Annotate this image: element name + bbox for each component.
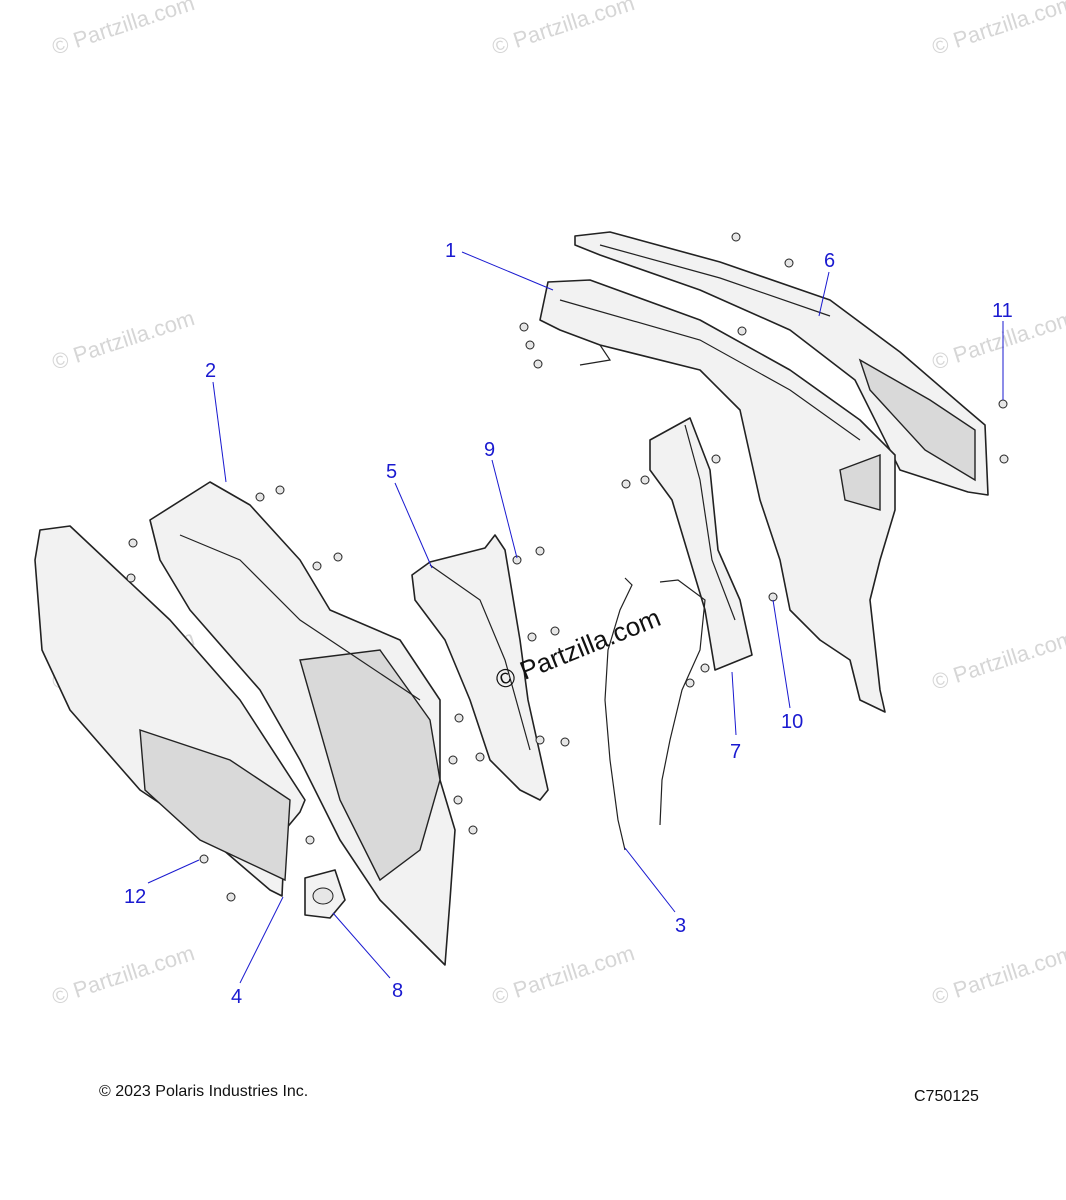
watermark: © Partzilla.com — [929, 940, 1066, 1010]
part-3-seal-strips — [604, 577, 706, 851]
watermark: © Partzilla.com — [49, 940, 198, 1010]
callout-12: 12 — [124, 886, 146, 908]
callout-10: 10 — [781, 711, 803, 733]
part-7-right-inner-panel — [649, 417, 753, 671]
part-1-rear-panel — [539, 279, 896, 713]
watermark: © Partzilla.com — [49, 305, 198, 375]
watermark: © Partzilla.com — [49, 0, 198, 60]
callout-1: 1 — [445, 240, 456, 262]
fasteners — [126, 232, 1009, 902]
callout-2: 2 — [205, 360, 216, 382]
copyright-text: © 2023 Polaris Industries Inc. — [99, 1083, 309, 1100]
diagram-code: C750125 — [914, 1088, 979, 1105]
watermark: © Partzilla.com — [489, 0, 638, 60]
watermark: © Partzilla.com — [929, 0, 1066, 60]
part-6-upper-panel — [574, 231, 989, 496]
leader-lines — [147, 251, 1004, 984]
part-2-left-inner-frame — [149, 481, 456, 966]
part-5-center-panel — [411, 534, 549, 801]
watermark: © Partzilla.com — [929, 625, 1066, 695]
callout-7: 7 — [730, 741, 741, 763]
callout-11: 11 — [992, 300, 1013, 322]
part-8-grommet — [304, 869, 346, 919]
callout-5: 5 — [386, 461, 397, 483]
callout-3: 3 — [675, 915, 686, 937]
callout-6: 6 — [824, 250, 835, 272]
callout-8: 8 — [392, 980, 403, 1002]
callout-4: 4 — [231, 986, 242, 1008]
callouts: 1 2 3 4 5 6 7 8 9 10 11 12 — [124, 240, 1013, 1008]
callout-9: 9 — [484, 439, 495, 461]
watermark: © Partzilla.com — [489, 940, 638, 1010]
part-4-outer-door-panel — [34, 525, 306, 897]
